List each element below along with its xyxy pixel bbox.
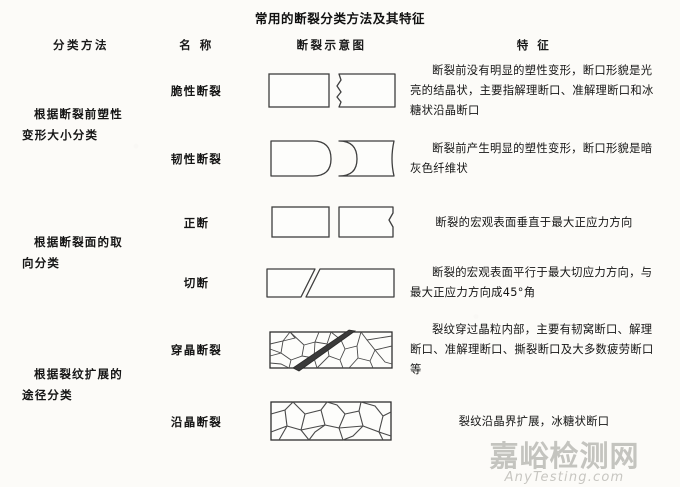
category-line-1: 根据断裂前塑性 xyxy=(34,107,123,121)
two-rectangles-normal-icon xyxy=(270,206,394,238)
feature-cell-normal-fracture: 断裂的宏观表面垂直于最大正应力方向 xyxy=(410,193,658,253)
feature-text: 断裂的宏观表面平行于最大切应力方向，与最大正应力方向成45°角 xyxy=(410,266,653,299)
table-row: 韧性断裂 断裂前产生明显的塑性变形，断口形貌是暗灰色纤维状 xyxy=(22,125,658,193)
table-row: 根据断裂面的取 向分类 正断 断裂的宏观表面垂直于最大正应力方向 xyxy=(22,193,658,270)
diagram-cell-ductile-fracture xyxy=(253,125,410,193)
table-row: 切断 断裂的宏观表面平行于最大切应力方向，与最大正应力方向成45°角 xyxy=(22,253,658,313)
feature-text: 裂纹沿晶界扩展，冰糖状断口 xyxy=(458,415,610,428)
table-row: 根据裂纹扩展的 途径分类 穿晶断裂 xyxy=(22,313,658,402)
name-cell-shear-fracture: 切断 xyxy=(183,276,210,290)
diagram-cell-shear-fracture xyxy=(253,253,410,313)
feature-cell-ductile-fracture: 断裂前产生明显的塑性变形，断口形貌是暗灰色纤维状 xyxy=(410,125,658,193)
category-line-2: 变形大小分类 xyxy=(22,128,99,142)
feature-text: 断裂的宏观表面垂直于最大正应力方向 xyxy=(435,216,633,229)
name-cell-normal-fracture: 正断 xyxy=(183,216,210,230)
name-cell-transgranular-fracture: 穿晶断裂 xyxy=(170,343,223,357)
feature-cell-brittle-fracture: 断裂前没有明显的塑性变形，断口形貌是光亮的结晶状，主要指解理断口、准解理断口和冰… xyxy=(410,57,658,125)
feature-text: 裂纹穿过晶粒内部，主要有韧窝断口、解理断口、准解理断口、撕裂断口及大多数疲劳断口… xyxy=(410,323,654,376)
feature-cell-shear-fracture: 断裂的宏观表面平行于最大切应力方向，与最大正应力方向成45°角 xyxy=(410,253,658,313)
name-cell-intergranular-fracture: 沿晶断裂 xyxy=(170,415,223,429)
category-line-2: 途径分类 xyxy=(22,388,73,402)
diagram-cell-transgranular-fracture xyxy=(253,313,410,387)
category-cell-plastic-deformation: 根据断裂前塑性 变形大小分类 xyxy=(22,57,140,193)
diagram-cell-brittle-fracture xyxy=(253,57,410,125)
fracture-classification-table: 分类方法 名 称 断裂示意图 特 征 根据断裂前塑性 变形大小分类 脆性断裂 xyxy=(22,33,658,457)
intergranular-grains-icon xyxy=(269,401,392,441)
column-header-feature: 特 征 xyxy=(516,38,552,52)
column-header-diagram: 断裂示意图 xyxy=(296,38,367,52)
name-cell-ductile-fracture: 韧性断裂 xyxy=(170,152,223,166)
feature-cell-transgranular-fracture: 裂纹穿过晶粒内部，主要有韧窝断口、解理断口、准解理断口、撕裂断口及大多数疲劳断口… xyxy=(410,313,658,387)
category-line-1: 根据断裂面的取 xyxy=(34,235,123,249)
table-row: 沿晶断裂 xyxy=(22,387,658,457)
watermark-sub-text: AnyTesting.com xyxy=(504,470,625,485)
category-cell-crack-propagation-path: 根据裂纹扩展的 途径分类 xyxy=(22,313,140,457)
name-cell-brittle-fracture: 脆性断裂 xyxy=(170,84,223,98)
cup-and-cone-icon xyxy=(269,140,395,177)
page-title: 常用的断裂分类方法及其特征 xyxy=(254,11,426,26)
table-row: 根据断裂前塑性 变形大小分类 脆性断裂 断裂前没有明显的塑性变形，断口形貌是光亮… xyxy=(22,57,658,142)
feature-text: 断裂前没有明显的塑性变形，断口形貌是光亮的结晶状，主要指解理断口、准解理断口和冰… xyxy=(410,64,654,117)
category-cell-fracture-plane-orientation: 根据断裂面的取 向分类 xyxy=(22,193,140,313)
title-bar: 常用的断裂分类方法及其特征 xyxy=(0,8,680,27)
diagram-cell-intergranular-fracture xyxy=(253,387,410,457)
two-parallelograms-icon xyxy=(265,268,395,298)
column-header-name: 名 称 xyxy=(179,38,214,52)
table-header: 分类方法 名 称 断裂示意图 特 征 xyxy=(22,33,658,57)
table-body: 根据断裂前塑性 变形大小分类 脆性断裂 断裂前没有明显的塑性变形，断口形貌是光亮… xyxy=(22,57,658,457)
feature-text: 断裂前产生明显的塑性变形，断口形貌是暗灰色纤维状 xyxy=(410,142,653,175)
transgranular-grains-icon xyxy=(268,329,393,372)
column-header-classification-method: 分类方法 xyxy=(53,38,109,52)
category-line-2: 向分类 xyxy=(22,256,61,270)
feature-cell-intergranular-fracture: 裂纹沿晶界扩展，冰糖状断口 xyxy=(410,387,658,457)
two-rectangles-jagged-icon xyxy=(267,73,396,108)
category-line-1: 根据裂纹扩展的 xyxy=(34,367,123,381)
diagram-cell-normal-fracture xyxy=(253,193,410,253)
table-header-row: 分类方法 名 称 断裂示意图 特 征 xyxy=(22,33,658,57)
